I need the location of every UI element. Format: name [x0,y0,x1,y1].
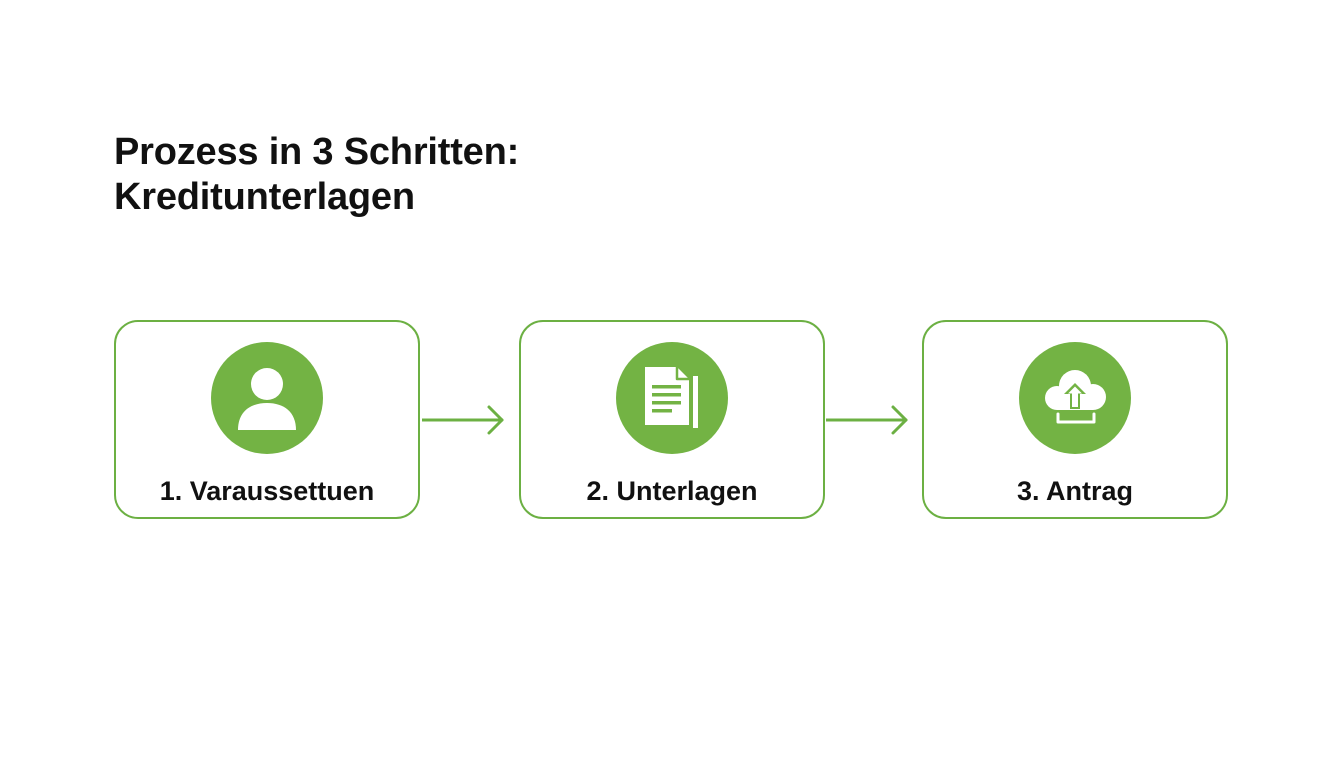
diagram-title-line-2: Kreditunterlagen [114,176,415,218]
diagram-title: Prozess in 3 Schritten: Kreditunterlagen [114,130,519,220]
step-3-icon-circle [1019,342,1131,454]
step-2-icon-circle [616,342,728,454]
step-2-box: 2. Unterlagen [519,320,825,519]
step-2-label: 2. Unterlagen [586,476,758,506]
step-1-label: 1. Varaussettuen [159,476,375,506]
step-3-box: 3. Antrag [922,320,1228,519]
step-1-box: 1. Varaussettuen [114,320,420,519]
documents-icon [645,367,698,428]
cloud-upload-icon [1045,370,1106,424]
person-icon [238,368,296,430]
arrow-right-icon [826,405,908,435]
step-3-label: 3. Antrag [1016,476,1133,506]
diagram-title-line-1: Prozess in 3 Schritten: [114,131,520,173]
arrow-right-icon [422,405,504,435]
step-1-icon-circle [211,342,323,454]
